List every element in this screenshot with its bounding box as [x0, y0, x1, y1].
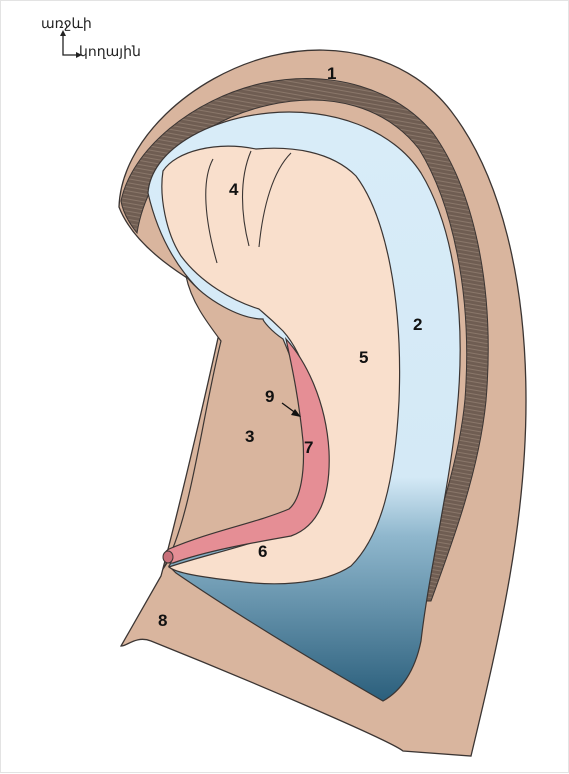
label-8: 8 — [158, 611, 167, 630]
orientation-indicator: առջևի կողային — [41, 15, 171, 75]
label-3: 3 — [245, 427, 254, 446]
pink-structure-tip — [163, 551, 173, 563]
label-9: 9 — [265, 387, 274, 406]
lateral-label: կողային — [79, 43, 141, 60]
label-2: 2 — [413, 315, 422, 334]
label-4: 4 — [229, 180, 239, 199]
label-5: 5 — [359, 348, 368, 367]
label-7: 7 — [304, 438, 313, 457]
label-1: 1 — [327, 64, 336, 83]
anterior-label: առջևի — [41, 15, 92, 32]
label-6: 6 — [258, 542, 267, 561]
